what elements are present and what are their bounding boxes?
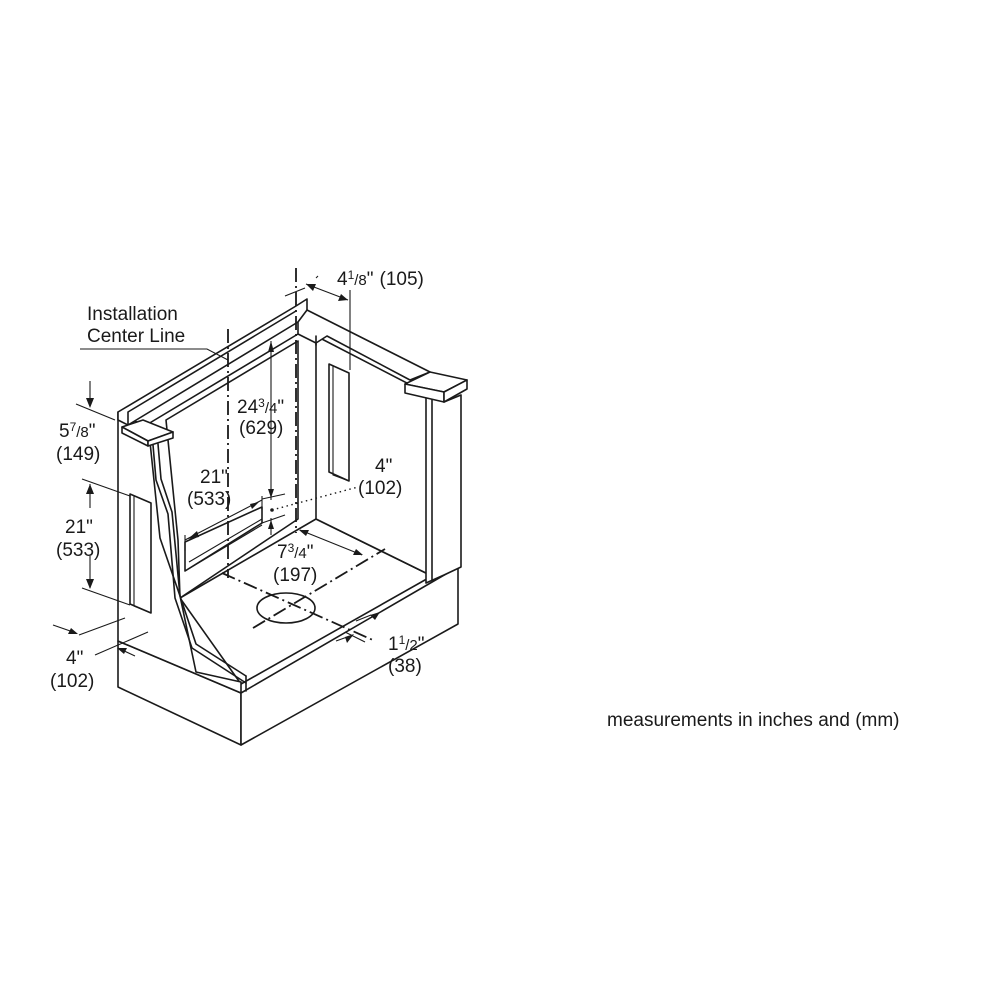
dimension-lines <box>52 275 380 657</box>
side-edge-profile <box>152 444 247 684</box>
center-line-leader <box>80 348 229 361</box>
right-wall-cutout-depth <box>332 366 350 482</box>
ext-line-left-bottom-b <box>94 631 149 656</box>
ext-line-top-a <box>284 287 306 297</box>
floor-duct-opening <box>256 592 316 624</box>
dim-right-point-mm: (102) <box>358 478 402 499</box>
floor-center-line-a <box>221 572 376 642</box>
arrow-icon <box>345 634 354 643</box>
center-lines <box>221 268 386 642</box>
ext-line-back-point <box>261 514 286 524</box>
dim-line-floor-depth <box>299 529 363 556</box>
arrow-icon <box>268 520 274 529</box>
label-center-line: Center Line <box>87 326 185 347</box>
reference-point <box>270 508 274 512</box>
ext-line-left-cutout-bottom <box>81 587 131 606</box>
left-cap-side <box>147 431 174 447</box>
dim-left-bottom-mm: (102) <box>50 671 94 692</box>
labels: Installation Center Line 41/8"(105) 57/8… <box>50 268 900 731</box>
ext-line-left-top <box>75 403 116 421</box>
arrow-icon <box>86 484 94 494</box>
dim-front-offset-inch: 11/2" <box>388 633 425 655</box>
ext-line-left-cutout-top <box>81 478 131 497</box>
dim-left-bottom-inch: 4" <box>66 648 83 669</box>
dim-top-offset: 41/8"(105) <box>337 268 424 290</box>
label-installation: Installation <box>87 304 178 325</box>
ext-line-back-bottom <box>261 493 286 500</box>
top-rail-back-inner <box>127 310 297 426</box>
right-cap-side <box>443 379 468 403</box>
dim-back-cutout-inch: 21" <box>200 467 228 488</box>
dim-back-cutout-mm: (533) <box>187 489 231 510</box>
ext-line-left-bottom-a <box>78 617 126 636</box>
dim-back-height-mm: (629) <box>239 418 283 439</box>
dim-floor-depth-mm: (197) <box>273 565 317 586</box>
dim-front-offset-mm: (38) <box>388 656 422 677</box>
back-wall-cutout-depth <box>188 518 263 563</box>
dim-line-front-a <box>355 614 372 622</box>
arrow-icon <box>338 294 348 301</box>
dim-line-back-cutout <box>184 499 263 541</box>
dim-left-top-mm: (149) <box>56 444 100 465</box>
back-wall-cutout-bottom <box>184 524 263 572</box>
dim-back-height-inch: 243/4" <box>237 396 284 418</box>
left-side-cutout-depth <box>133 496 152 614</box>
side-edge-profile-inner <box>157 443 247 677</box>
arrow-icon <box>370 612 380 620</box>
arrow-icon <box>250 502 259 509</box>
right-wall-cutout <box>328 363 350 482</box>
back-wall-left <box>165 340 299 599</box>
arrow-icon <box>188 531 199 539</box>
floor-center-line-b <box>252 548 386 629</box>
dim-left-cutout-mm: (533) <box>56 540 100 561</box>
arrow-icon <box>86 398 94 408</box>
arrow-icon <box>68 628 78 634</box>
arrow-icon <box>299 530 309 536</box>
arrow-icon <box>268 489 274 498</box>
arrow-icon <box>353 549 363 555</box>
arrow-icon <box>86 579 94 589</box>
dim-floor-depth-inch: 73/4" <box>277 541 314 563</box>
dim-left-top-inch: 57/8" <box>59 420 96 442</box>
measurement-units-note: measurements in inches and (mm) <box>607 710 900 731</box>
left-side-cutout <box>129 493 152 614</box>
cabinet-structure <box>117 298 468 746</box>
ext-line-front <box>344 631 366 643</box>
dim-right-point-inch: 4" <box>375 456 392 477</box>
arrow-icon <box>117 648 127 654</box>
arrow-icon <box>268 341 274 352</box>
base-right-face <box>240 566 459 746</box>
ext-line-top-b <box>315 275 319 279</box>
dim-left-cutout-inch: 21" <box>65 517 93 538</box>
arrow-icon <box>306 284 316 291</box>
